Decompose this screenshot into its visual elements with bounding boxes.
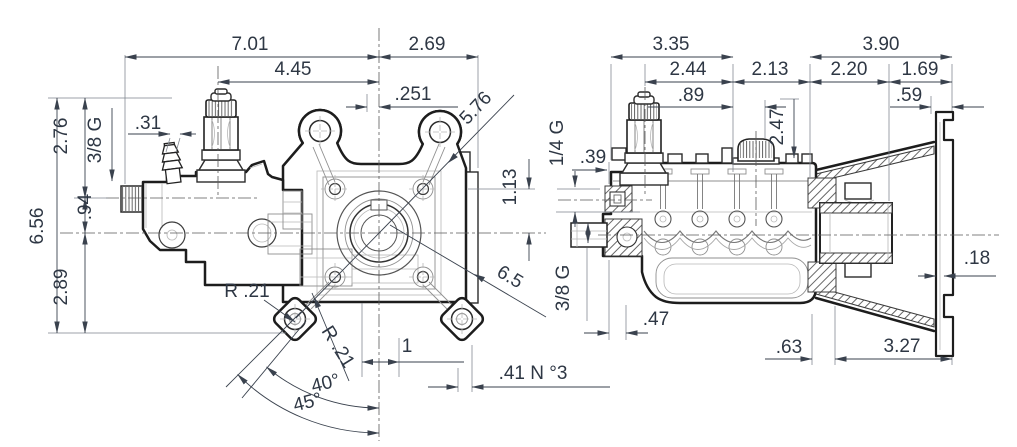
threaded-port xyxy=(122,187,142,211)
port-label-38g-front: 3/8 G xyxy=(85,117,106,163)
dim-hole-offset: 1.13 xyxy=(500,169,521,206)
dim-side-width-right: 3.90 xyxy=(863,34,900,55)
side-view: 3.35 3.90 2.44 2.13 2.20 1.69 .89 .59 2.… xyxy=(547,34,999,365)
side-dimensions xyxy=(556,54,996,365)
front-centerlines xyxy=(60,28,546,441)
dim-foot-offset: .47 xyxy=(643,309,669,330)
dim-key-offset: .251 xyxy=(395,84,432,105)
port-label-14g: 1/4 G xyxy=(547,120,568,166)
side-centerlines xyxy=(558,87,999,236)
dim-flange-thickness: .18 xyxy=(964,248,990,269)
dim-cap-offset: .89 xyxy=(678,85,704,106)
side-dimension-labels: 3.35 3.90 2.44 2.13 2.20 1.69 .89 .59 2.… xyxy=(547,34,990,358)
dim-mid-width: 2.13 xyxy=(752,59,789,80)
side-ports xyxy=(570,185,643,257)
front-view: 7.01 4.45 2.69 .251 5.76 .31 3/8 G 2.76 … xyxy=(27,28,610,441)
unloader-valve-side xyxy=(611,91,669,186)
ear-bolt-holes xyxy=(280,116,477,334)
engine-flange xyxy=(934,110,955,358)
dim-shaft-length: 2.20 xyxy=(831,59,868,80)
dim-bolt-diagonal-a: 5.76 xyxy=(456,88,497,129)
dim-valve-height: 2.47 xyxy=(767,109,788,146)
dim-flange-width: 1.69 xyxy=(902,59,939,80)
dim-manifold-width: 2.44 xyxy=(670,59,707,80)
dim-height-total: 6.56 xyxy=(27,208,48,245)
dim-side-width-left: 3.35 xyxy=(653,34,690,55)
dim-valve-to-center: 4.45 xyxy=(275,59,312,80)
dim-radius-b: R .21 xyxy=(317,322,359,372)
unloader-valve xyxy=(196,88,246,183)
pump-body xyxy=(120,159,419,287)
dim-key-note: .41 N °3 xyxy=(499,363,568,384)
dim-fitting-width: .31 xyxy=(135,113,161,134)
dim-rear-gap: .63 xyxy=(776,337,802,358)
dim-height-bottom: 2.89 xyxy=(51,269,72,306)
dim-angle-45: 45° xyxy=(291,389,324,416)
dim-port-to-shaft: .94 xyxy=(75,193,96,220)
dim-offset-one: 1 xyxy=(402,336,413,357)
dim-width-total: 7.01 xyxy=(232,34,269,55)
dim-radius-a: R .21 xyxy=(224,281,269,302)
dim-width-right: 2.69 xyxy=(409,34,446,55)
dim-bell-length: 3.27 xyxy=(884,336,921,357)
barb-fitting xyxy=(161,141,184,185)
dim-height-top: 2.76 xyxy=(51,118,72,155)
front-dimensions xyxy=(48,54,610,436)
dim-port-offset: .39 xyxy=(580,147,606,168)
crankshaft xyxy=(819,202,893,264)
dim-flange-step: .59 xyxy=(896,85,922,106)
port-label-38g-side: 3/8 G xyxy=(553,265,574,311)
face-bolt-holes xyxy=(321,175,437,291)
